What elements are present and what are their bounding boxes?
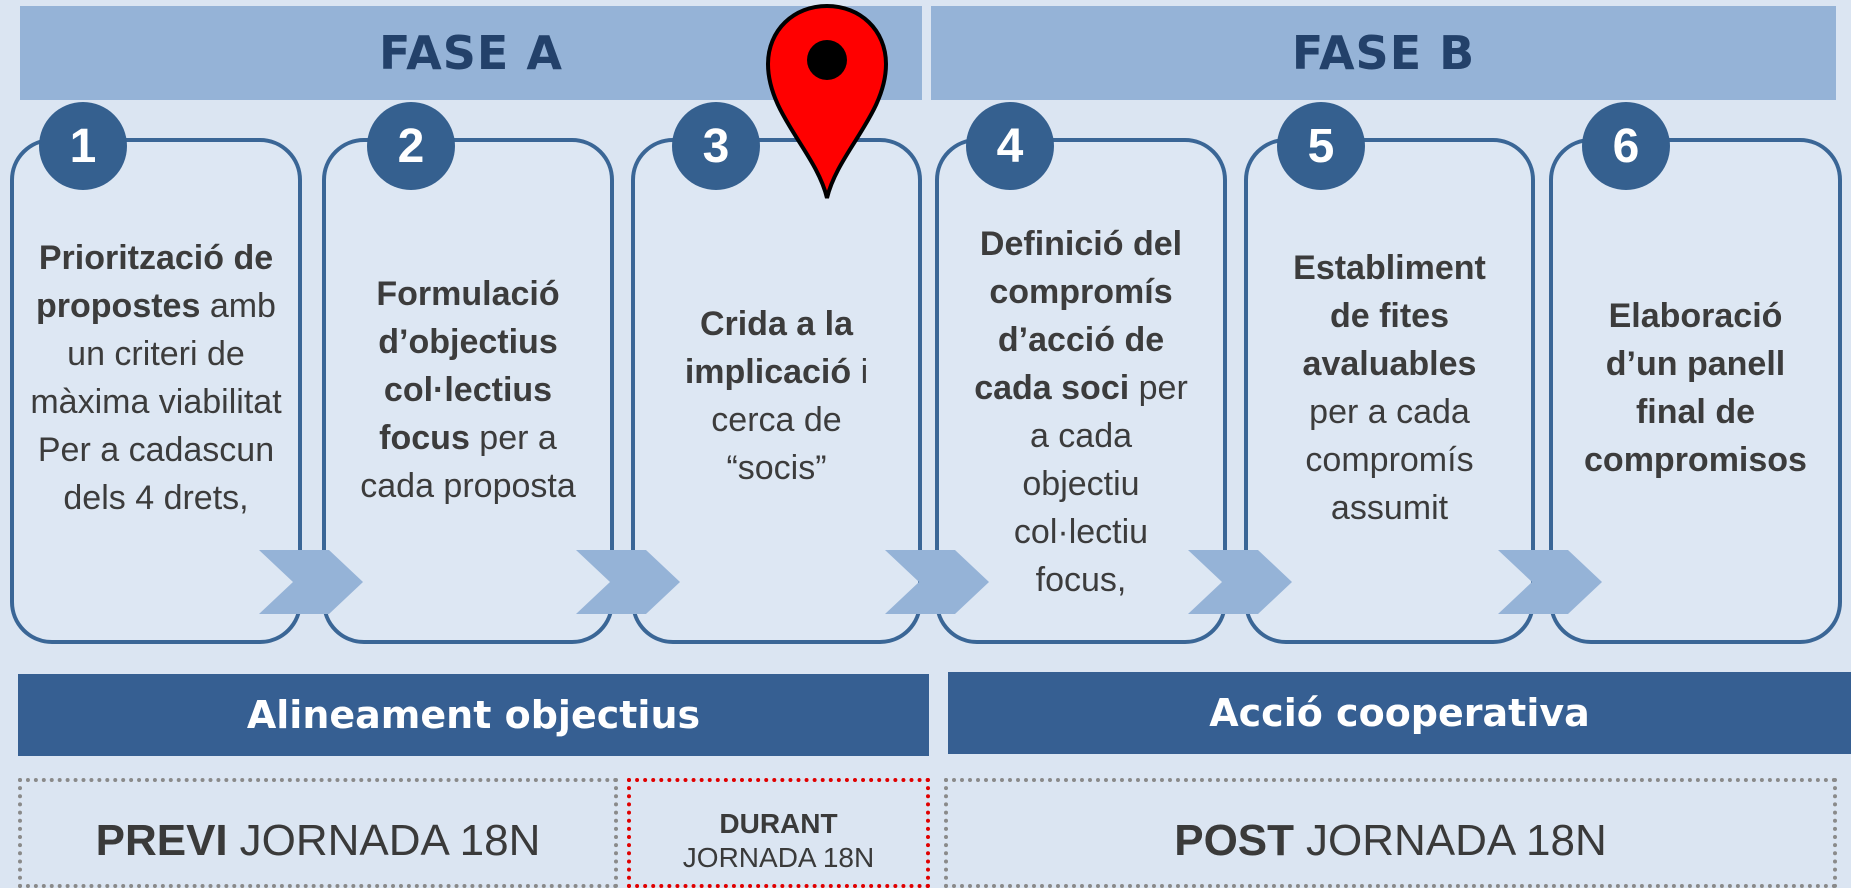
step-5-box: Establiment de fites avaluables per a ca… [1244, 138, 1535, 644]
step-4-text: Definició del compromís d’acció de cada … [969, 220, 1193, 604]
durant-text: JORNADA 18N [682, 842, 875, 873]
step-5-text: Establiment de fites avaluables per a ca… [1282, 244, 1497, 532]
chevron-arrow-icon [885, 550, 989, 614]
step-5-number: 5 [1277, 102, 1365, 190]
band-alineament: Alineament objectius [18, 674, 929, 756]
timeline-previ: PREVI JORNADA 18N [18, 778, 618, 888]
step-4-box: Definició del compromís d’acció de cada … [935, 138, 1227, 644]
band-a-label: Alineament objectius [246, 693, 701, 737]
step-3-box: Crida a la implicació i cerca de “socis” [631, 138, 922, 644]
step-5-bold: Establiment de fites avaluables [1293, 249, 1486, 383]
timeline-post: POST JORNADA 18N [944, 778, 1837, 888]
phase-b-title: FASE B [1291, 26, 1476, 80]
step-3-text: Crida a la implicació i cerca de “socis” [675, 300, 878, 492]
chevron-arrow-icon [1188, 550, 1292, 614]
step-5-rest: per a cada compromís assumit [1305, 393, 1474, 527]
location-pin-icon [765, 3, 889, 199]
phase-a-title: FASE A [379, 26, 563, 80]
step-1-text: Priorització de propostes amb un criteri… [20, 234, 292, 522]
step-2-number: 2 [367, 102, 455, 190]
step-6-number: 6 [1582, 102, 1670, 190]
step-2-text: Formulació d’objectius col·lectius focus… [344, 270, 592, 510]
step-1-number: 1 [39, 102, 127, 190]
post-label: POST [1174, 816, 1295, 865]
step-6-text: Elaboració d’un panell final de compromi… [1583, 292, 1808, 484]
post-text: JORNADA 18N [1306, 816, 1607, 865]
band-b-label: Acció cooperativa [1209, 691, 1590, 735]
step-2-box: Formulació d’objectius col·lectius focus… [322, 138, 614, 644]
timeline-durant: DURANT JORNADA 18N [627, 778, 930, 888]
chevron-arrow-icon [1498, 550, 1602, 614]
step-3-number: 3 [672, 102, 760, 190]
step-3-bold: Crida a la implicació [684, 305, 854, 391]
step-1-rest: amb un criteri de màxima viabilitat Per … [30, 287, 282, 517]
band-accio: Acció cooperativa [948, 672, 1851, 754]
step-2-bold: Formulació d’objectius col·lectius focus [376, 275, 560, 457]
step-4-bold: Definició del compromís d’acció de cada … [974, 225, 1183, 407]
phase-b-header: FASE B [931, 6, 1836, 100]
step-6-box: Elaboració d’un panell final de compromi… [1549, 138, 1842, 644]
chevron-arrow-icon [576, 550, 680, 614]
step-4-rest: per a cada objectiu col·lectiu focus, [1013, 369, 1188, 599]
step-3-rest: i cerca de “socis” [711, 353, 869, 487]
step-2-rest: per a cada proposta [360, 419, 576, 505]
previ-label: PREVI [95, 816, 228, 865]
durant-label: DURANT [719, 808, 838, 839]
previ-text: JORNADA 18N [239, 816, 541, 865]
step-4-number: 4 [966, 102, 1054, 190]
step-6-bold: Elaboració d’un panell final de compromi… [1584, 297, 1807, 479]
step-1-bold: Priorització de propostes [36, 239, 274, 325]
step-1-box: Priorització de propostes amb un criteri… [10, 138, 302, 644]
chevron-arrow-icon [259, 550, 363, 614]
